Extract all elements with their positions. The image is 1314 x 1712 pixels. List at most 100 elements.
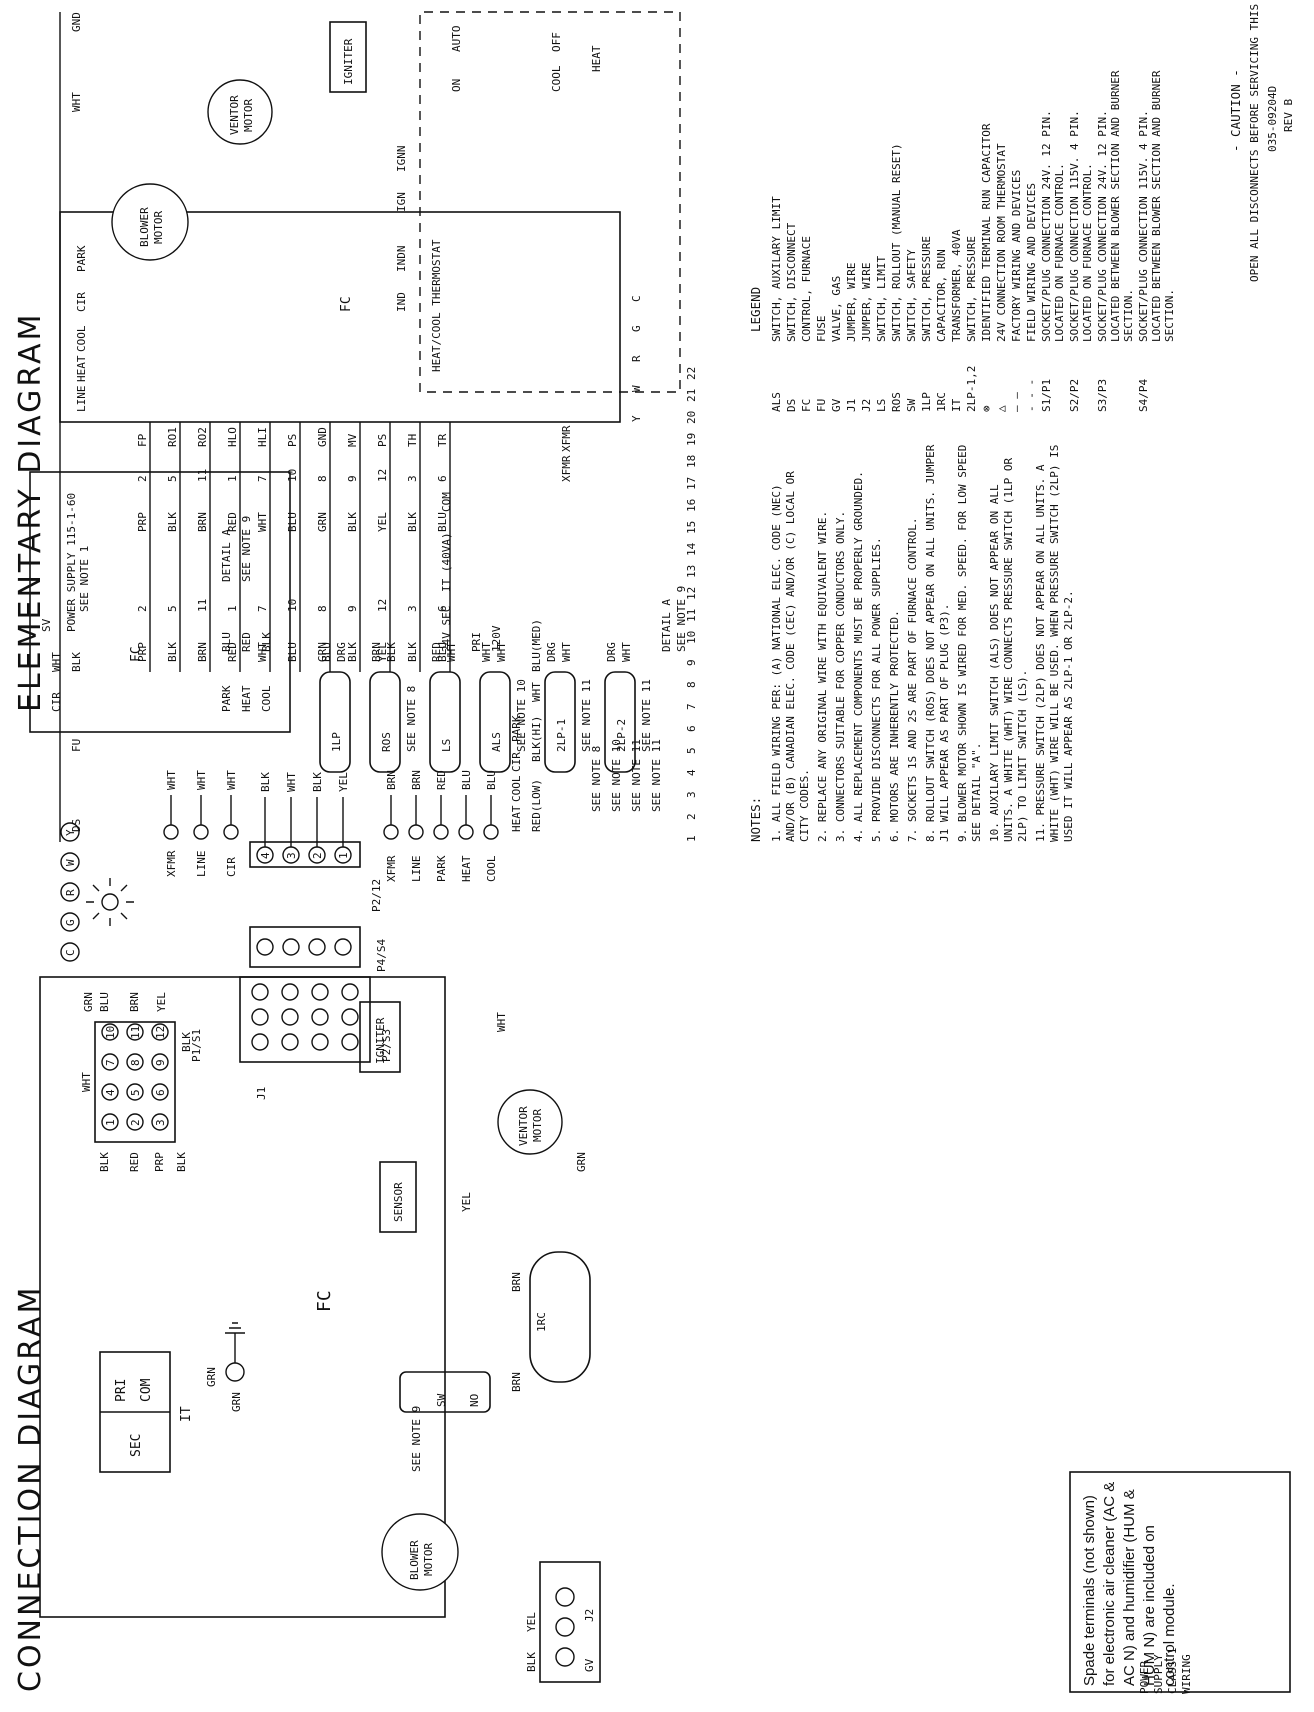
ladder-line-number: 14 <box>685 542 698 556</box>
fc-board-label: FC <box>314 1290 335 1312</box>
therm-heat: HEAT <box>590 45 603 72</box>
fc-line-terminal[interactable] <box>193 824 209 840</box>
notes-section: NOTES: 1. ALL FIELD WIRING PER: (A) NATI… <box>748 444 1075 842</box>
ladder-row-fc-terminal: PS <box>286 434 299 447</box>
elem-igniter-box <box>329 21 367 93</box>
terminal-w[interactable] <box>60 852 80 872</box>
fc-cir-terminal[interactable] <box>223 824 239 840</box>
ladder-line-number: 17 <box>685 477 698 490</box>
fc-lower-cool-terminal[interactable] <box>483 824 499 840</box>
elem-term-c: C <box>630 295 643 302</box>
ladder-rows: PRP2PRP2FPBLK5BLK5RO1BRN11BRN11RO2RED1RE… <box>136 422 451 672</box>
caution-text: OPEN ALL DISCONNECTS BEFORE SERVICING TH… <box>1248 0 1261 282</box>
led-indicator-icon <box>86 878 134 926</box>
fc-top-cir: CIR <box>75 292 88 312</box>
fc-cir-wire: WHT <box>225 770 238 790</box>
ladder-line-number: 16 <box>685 499 698 512</box>
ladder-row-pin-2: 9 <box>346 475 359 482</box>
p1-pin-1 <box>101 1113 119 1131</box>
p1-pin-10-num: 10 <box>104 1026 117 1039</box>
legend-heading: LEGEND <box>748 287 763 332</box>
fc-lower-xfmr: XFMR <box>385 855 398 882</box>
switch-ros-note: SEE NOTE 8 <box>405 686 418 752</box>
terminal-y[interactable] <box>60 822 80 842</box>
elem-xfmr-2: XFMR <box>560 425 573 452</box>
ventor-motor-connection: VENTOR MOTOR YEL WHT GRN <box>460 1012 588 1212</box>
fc-lower-heat-terminal[interactable] <box>458 824 474 840</box>
ventor-label-1: VENTOR <box>517 1106 530 1146</box>
ladder-row-wire-color-2: YEL <box>376 512 389 532</box>
ladder-row-pin: 8 <box>316 605 329 612</box>
ladder-row-wire-color: BLK <box>406 642 419 662</box>
sw-no-label: NO <box>468 1394 481 1407</box>
elem-ventor-icon <box>207 79 273 145</box>
ladder-row-pin-2: 3 <box>406 475 419 482</box>
ladder-row-pin: 9 <box>346 605 359 612</box>
fc-top-line: LINE <box>75 386 88 413</box>
ladder-row-wire-color: WHT <box>256 642 269 662</box>
legend-code: 1RC <box>935 392 948 412</box>
p1-wire-blk2: BLK <box>175 1152 188 1172</box>
ladder-row-fc-terminal: RO1 <box>166 427 179 447</box>
p1-pin-9 <box>151 1053 169 1071</box>
caution-heading: - CAUTION - <box>1228 69 1243 152</box>
elem-term-g: G <box>630 325 643 332</box>
plug-p4-s4: P4/S4 <box>249 926 388 972</box>
switch-ls-wire-a: RED <box>430 642 443 662</box>
terminal-c[interactable] <box>60 942 80 962</box>
ladder-line-number: 2 <box>685 813 698 820</box>
ladder-row-wire-color: BRN <box>196 642 209 662</box>
fc-lower-park-terminal[interactable] <box>433 824 449 840</box>
ladder-row-pin-2: 5 <box>166 475 179 482</box>
ladder-row-pin-2: 1 <box>226 475 239 482</box>
fc-lower-xfmr-terminal[interactable] <box>383 824 399 840</box>
sv-label: SV <box>40 618 53 632</box>
switch-als-label: ALS <box>490 732 503 752</box>
legend-desc: CAPACITOR, RUN <box>935 249 948 342</box>
legend-code: IT <box>950 398 963 412</box>
j1-label: J1 <box>255 1087 268 1100</box>
sw-housing <box>399 1371 491 1413</box>
elem-tr-120v: 120V <box>490 625 503 652</box>
switch-ros-wire-a: BRN <box>370 642 383 662</box>
ladder-line-number: 9 <box>685 659 698 666</box>
p4-s4-label: P4/S4 <box>375 939 388 972</box>
elem-term-y: Y <box>630 415 643 422</box>
terminal-r[interactable] <box>60 882 80 902</box>
p1-pin-4-num: 4 <box>104 1089 117 1096</box>
fc-lower-line-terminal[interactable] <box>408 824 424 840</box>
elem-transformer: 24V SEC IT (40VA) COM PRI 120V SEE NOTE … <box>440 492 688 832</box>
legend-code: ALS <box>770 392 783 412</box>
plug-p1-s1: P1/S1 1 4 7 10 2 5 8 11 3 6 9 12 BLK RED… <box>80 992 203 1172</box>
legend-desc: SOCKET/PLUG CONNECTION 24V. 12 PIN. <box>1040 110 1053 342</box>
switch-2lp2-wire-a: DRG <box>605 642 618 662</box>
power-supply-see-note: SEE NOTE 1 <box>78 546 91 612</box>
fc-lower-terminals: XFMR LINE PARK HEAT COOL BRN BRN RED BLU… <box>383 770 499 882</box>
p2-wire-1: YEL <box>337 772 350 792</box>
elem-detail-heat: HEAT <box>510 805 523 832</box>
fc-lower-wire-3: RED <box>435 770 448 790</box>
p1-wire-blk: BLK <box>98 1152 111 1172</box>
p2-pin-1-num: 1 <box>337 852 350 859</box>
elem-tr-pri: PRI <box>470 632 483 652</box>
p1-pin-2 <box>126 1113 144 1131</box>
ladder-row-wire-color-2: RED <box>226 512 239 532</box>
wht-label: WHT <box>70 92 83 112</box>
ladder-row-pin-2: 2 <box>136 475 149 482</box>
legend-desc: LOCATED ON FURNACE CONTROL. <box>1053 163 1066 342</box>
elem-detail-cir: CIR <box>510 752 523 772</box>
s2p2-ignn: IGNN <box>395 146 408 173</box>
p1-pin-1-num: 1 <box>104 1119 117 1126</box>
fc-xfmr-terminal[interactable] <box>163 824 179 840</box>
legend-desc: SWITCH, PRESSURE <box>965 236 978 342</box>
ventor-label-2: MOTOR <box>531 1109 544 1142</box>
legend-desc: SOCKET/PLUG CONNECTION 24V. 12 PIN. <box>1096 110 1109 342</box>
fc-lower-wire-2: BRN <box>410 770 423 790</box>
terminal-g[interactable] <box>60 912 80 932</box>
ladder-row-fc-terminal: HLO <box>226 427 239 447</box>
switch-ls: LS RED WHT <box>429 642 461 773</box>
ladder-row-fc-terminal: RO2 <box>196 427 209 447</box>
switch-1lp-wire-b: DRG <box>335 642 348 662</box>
